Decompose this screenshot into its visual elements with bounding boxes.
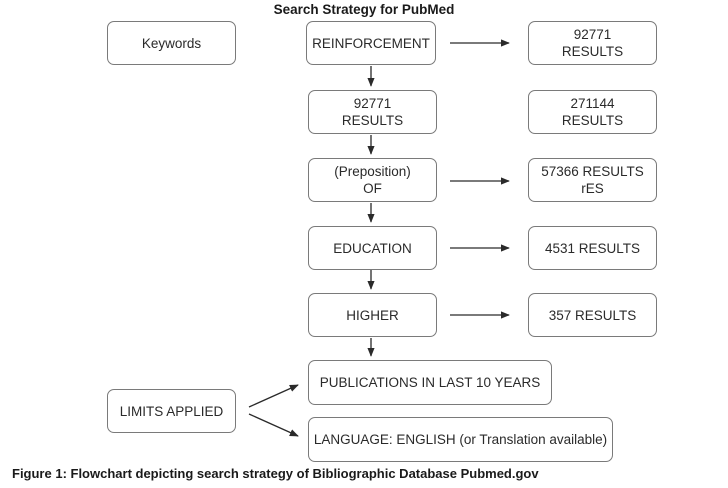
term-1-line-1: REINFORCEMENT (312, 35, 430, 51)
result-2-line-2: RESULTS (561, 113, 624, 128)
result-3-line-2: rES (581, 181, 604, 196)
limit-years-box: PUBLICATIONS IN LAST 10 YEARS (308, 360, 552, 405)
term-4-line-1: EDUCATION (333, 240, 412, 256)
limits-applied-box: LIMITS APPLIED (107, 389, 236, 433)
term-box-2: 92771 RESULTS (308, 90, 437, 134)
term-5-line-1: HIGHER (346, 307, 399, 323)
limits-applied-label: LIMITS APPLIED (119, 403, 224, 419)
result-box-2: 271144 RESULTS (528, 90, 657, 134)
result-box-1: 92771 RESULTS (528, 21, 657, 65)
term-box-5: HIGHER (308, 293, 437, 337)
result-4-line-1: 4531 RESULTS (544, 240, 641, 256)
term-3-line-1: (Preposition) (334, 164, 411, 179)
result-box-4: 4531 RESULTS (528, 226, 657, 270)
term-box-4: EDUCATION (308, 226, 437, 270)
limit-years-label: PUBLICATIONS IN LAST 10 YEARS (319, 375, 541, 390)
term-2-line-1: 92771 (353, 96, 392, 111)
result-box-5: 357 RESULTS (528, 293, 657, 337)
term-3-line-2: OF (363, 181, 382, 196)
result-1-line-2: RESULTS (561, 44, 624, 59)
arrow-limit-years (248, 384, 299, 408)
arrow-limit-language (248, 413, 299, 437)
limit-language-box: LANGUAGE: ENGLISH (or Translation availa… (308, 417, 613, 462)
keywords-label: Keywords (141, 35, 202, 51)
result-box-3: 57366 RESULTS rES (528, 158, 657, 202)
figure-caption: Figure 1: Flowchart depicting search str… (12, 466, 539, 481)
result-1-line-1: 92771 (573, 27, 612, 42)
term-box-3: (Preposition) OF (308, 158, 437, 202)
term-box-1: REINFORCEMENT (306, 21, 436, 65)
result-3-line-1: 57366 RESULTS (541, 164, 644, 179)
result-2-line-1: 271144 (570, 96, 615, 111)
diagram-title: Search Strategy for PubMed (273, 2, 455, 17)
result-5-line-1: 357 RESULTS (548, 307, 637, 323)
term-2-line-2: RESULTS (341, 113, 404, 128)
keywords-box: Keywords (107, 21, 236, 65)
limit-language-label: LANGUAGE: ENGLISH (or Translation availa… (313, 432, 608, 447)
